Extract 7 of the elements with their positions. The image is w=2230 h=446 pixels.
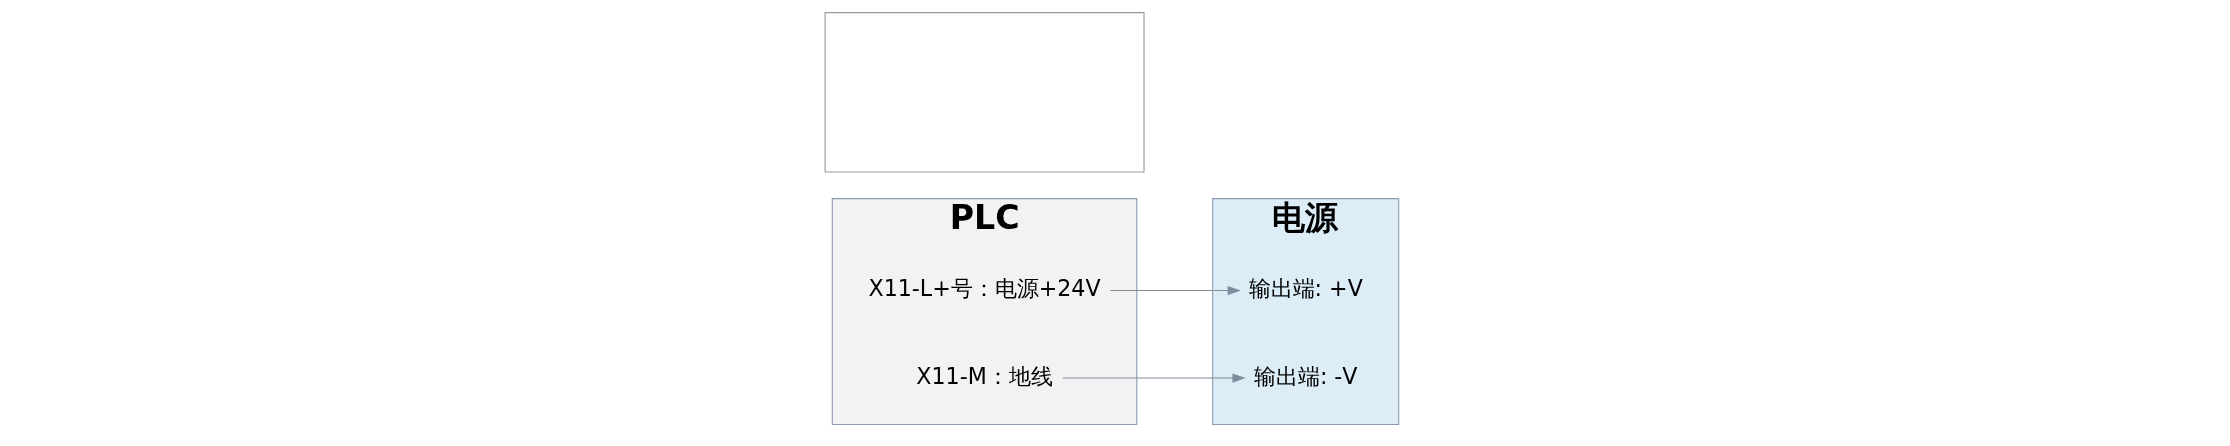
arrow	[1061, 373, 1246, 383]
node-text: X11-M：地线	[915, 362, 1053, 389]
node-text: 输出端: +V	[1248, 275, 1363, 302]
node-text: 输出端: -V	[1253, 362, 1357, 389]
arrow	[1109, 285, 1241, 296]
node-box	[824, 12, 1145, 173]
node-text: X11-L+号：电源+24V	[868, 275, 1101, 302]
